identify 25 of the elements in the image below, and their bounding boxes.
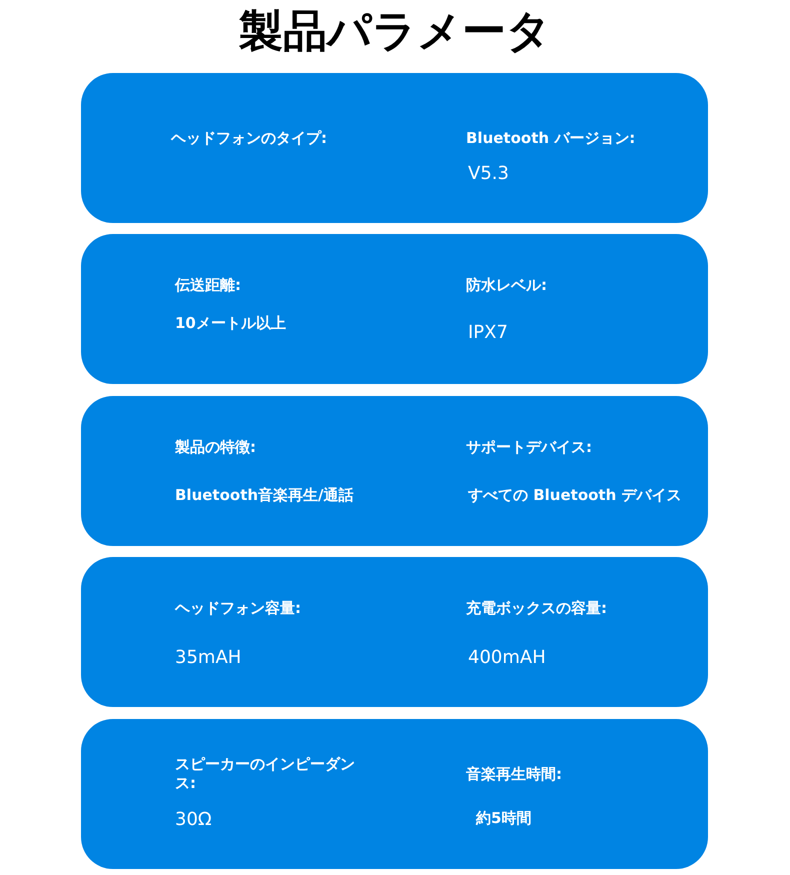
spec-card [81, 73, 708, 223]
spec-label: 製品の特徴: [175, 438, 257, 457]
spec-card [81, 557, 708, 707]
spec-label: サポートデバイス: [466, 438, 593, 457]
spec-label: ヘッドフォンのタイプ: [171, 129, 328, 148]
spec-label: 伝送距離: [175, 276, 242, 295]
spec-card [81, 234, 708, 384]
spec-card [81, 719, 708, 869]
spec-label: 充電ボックスの容量: [466, 599, 608, 618]
spec-label: 防水レベル: [466, 276, 548, 295]
spec-value: 10メートル以上 [175, 314, 287, 333]
title: 製品パラメータ [238, 5, 552, 59]
spec-value: 400mAH [468, 647, 547, 668]
spec-label: スピーカーのインピーダンス: [175, 755, 355, 793]
spec-value: Bluetooth音楽再生/通話 [175, 486, 355, 505]
spec-value: 35mAH [175, 647, 242, 668]
spec-label: 音楽再生時間: [466, 765, 563, 784]
spec-card [81, 396, 708, 546]
spec-value: V5.3 [468, 163, 510, 184]
spec-value: すべての Bluetooth デバイス [468, 486, 683, 505]
spec-value: 30Ω [175, 809, 213, 830]
spec-label: Bluetooth バージョン: [466, 129, 636, 148]
spec-value: IPX7 [468, 322, 509, 343]
spec-value: 約5時間 [476, 809, 532, 828]
spec-label: ヘッドフォン容量: [175, 599, 302, 618]
